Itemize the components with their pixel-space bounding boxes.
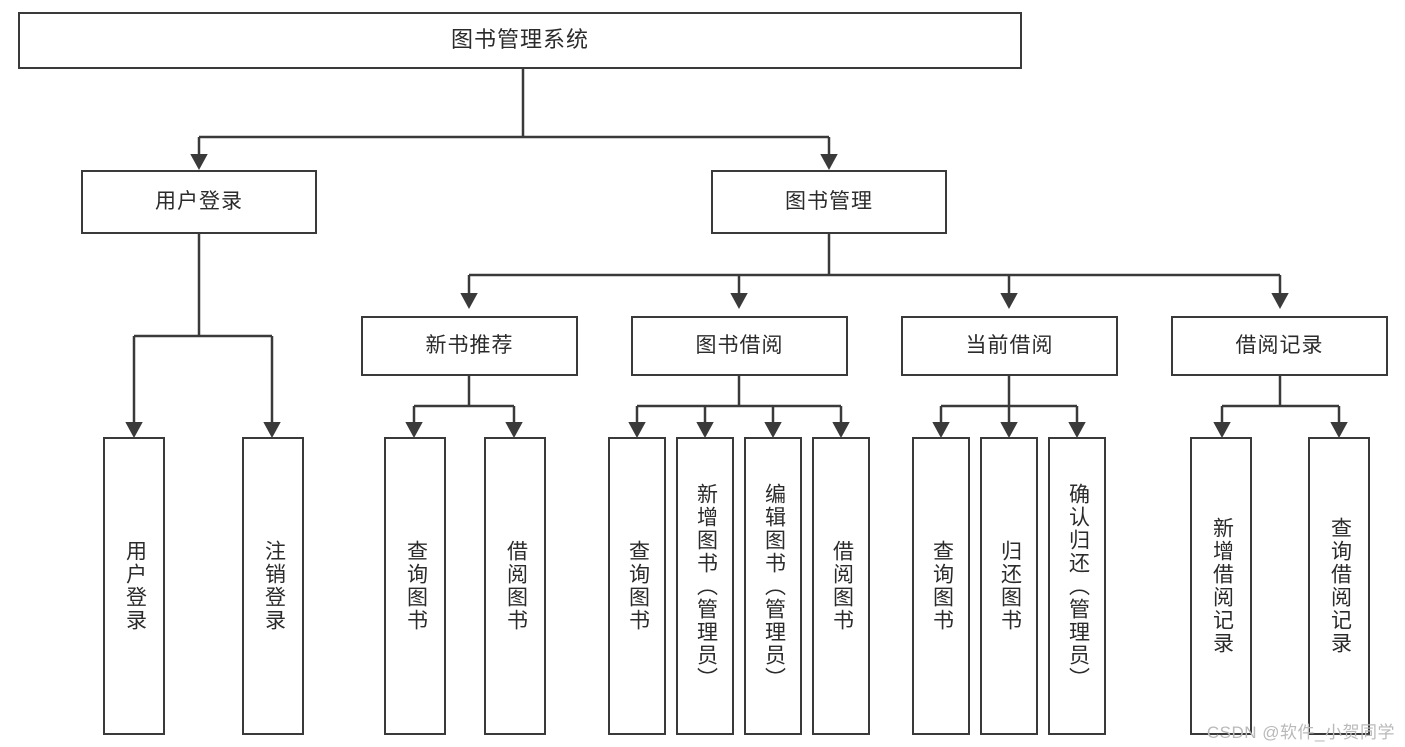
leaf-book-borrow-query-label: 查询图书 (626, 540, 650, 632)
node-root-label: 图书管理系统 (450, 27, 589, 53)
leaf-user-login-signout-label: 注销登录 (262, 540, 286, 632)
leaf-book-borrow-add-label: 新增图书（管理员） (694, 482, 718, 690)
leaf-book-borrow-query[interactable]: 查询图书 (608, 437, 666, 735)
node-borrow-record-label: 借阅记录 (1235, 334, 1324, 358)
node-current-borrow-label: 当前借阅 (965, 334, 1054, 358)
leaf-current-borrow-query-label: 查询图书 (930, 540, 954, 632)
leaf-book-borrow-edit-label: 编辑图书（管理员） (762, 482, 786, 690)
leaf-borrow-record-query-label: 查询借阅记录 (1328, 517, 1352, 655)
leaf-user-login-signin-label: 用户登录 (123, 540, 147, 632)
leaf-book-borrow-borrow[interactable]: 借阅图书 (812, 437, 870, 735)
node-book-management[interactable]: 图书管理 (711, 170, 947, 234)
leaf-new-book-query[interactable]: 查询图书 (384, 437, 446, 735)
node-current-borrow[interactable]: 当前借阅 (901, 316, 1118, 376)
leaf-current-borrow-confirm-label: 确认归还（管理员） (1066, 482, 1090, 690)
node-user-login-label: 用户登录 (155, 190, 243, 214)
leaf-current-borrow-confirm[interactable]: 确认归还（管理员） (1048, 437, 1106, 735)
node-root[interactable]: 图书管理系统 (18, 12, 1022, 69)
leaf-new-book-borrow[interactable]: 借阅图书 (484, 437, 546, 735)
node-new-book-recommend[interactable]: 新书推荐 (361, 316, 578, 376)
node-book-management-label: 图书管理 (785, 190, 873, 214)
leaf-current-borrow-return-label: 归还图书 (998, 540, 1022, 632)
leaf-borrow-record-query[interactable]: 查询借阅记录 (1308, 437, 1370, 735)
node-user-login[interactable]: 用户登录 (81, 170, 317, 234)
leaf-user-login-signout[interactable]: 注销登录 (242, 437, 304, 735)
leaf-new-book-query-label: 查询图书 (404, 540, 428, 632)
node-borrow-record[interactable]: 借阅记录 (1171, 316, 1388, 376)
leaf-book-borrow-borrow-label: 借阅图书 (830, 540, 854, 632)
node-new-book-recommend-label: 新书推荐 (425, 334, 514, 358)
leaf-new-book-borrow-label: 借阅图书 (504, 540, 528, 632)
node-book-borrow[interactable]: 图书借阅 (631, 316, 848, 376)
leaf-book-borrow-add[interactable]: 新增图书（管理员） (676, 437, 734, 735)
leaf-borrow-record-add[interactable]: 新增借阅记录 (1190, 437, 1252, 735)
node-book-borrow-label: 图书借阅 (695, 334, 784, 358)
leaf-user-login-signin[interactable]: 用户登录 (103, 437, 165, 735)
leaf-current-borrow-return[interactable]: 归还图书 (980, 437, 1038, 735)
leaf-borrow-record-add-label: 新增借阅记录 (1210, 517, 1234, 655)
leaf-book-borrow-edit[interactable]: 编辑图书（管理员） (744, 437, 802, 735)
leaf-current-borrow-query[interactable]: 查询图书 (912, 437, 970, 735)
